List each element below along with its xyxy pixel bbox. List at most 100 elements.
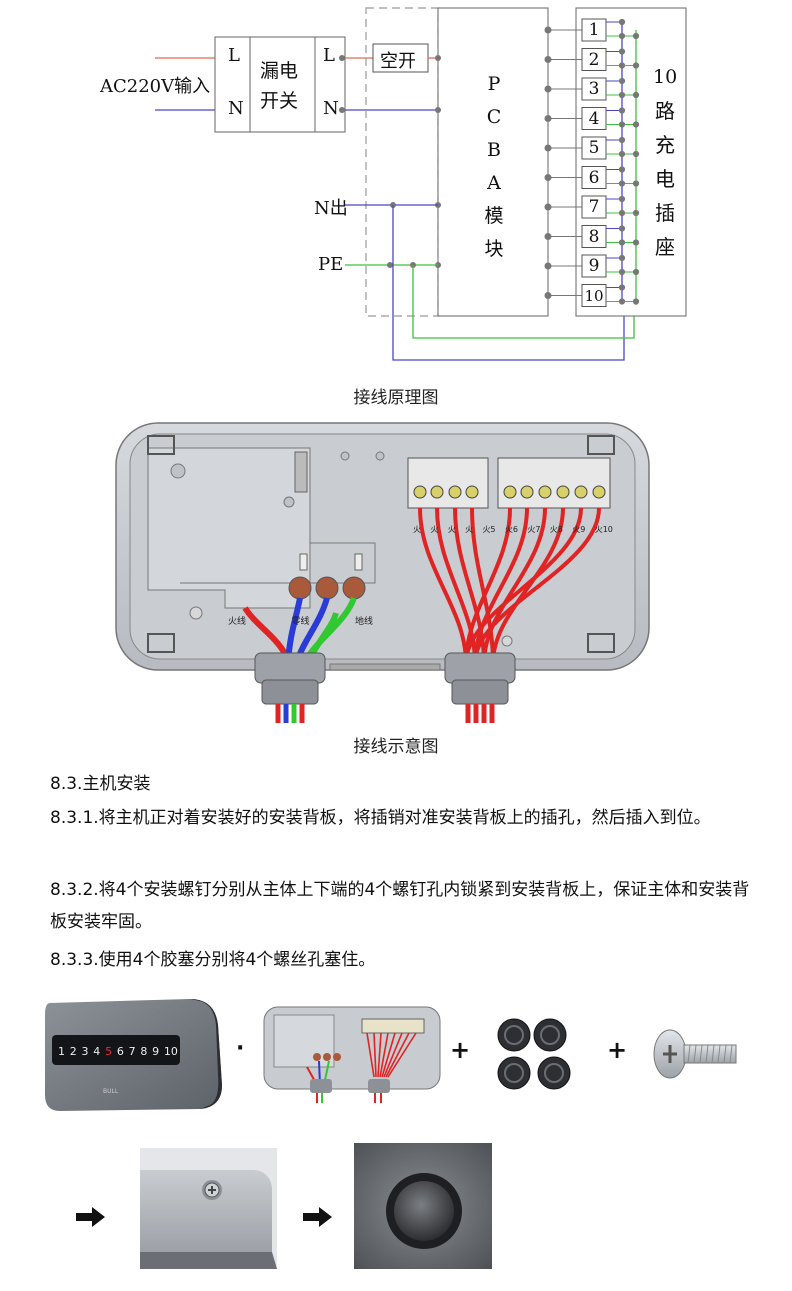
display-number: 2 xyxy=(69,1045,77,1058)
terminal-screw xyxy=(574,485,588,499)
socket-number: 5 xyxy=(588,138,600,158)
pcba-pin xyxy=(544,233,552,240)
bus-node xyxy=(618,77,626,85)
bus-node xyxy=(618,62,626,69)
bus-node xyxy=(618,32,626,40)
socket-box xyxy=(581,166,607,189)
socket-number: 9 xyxy=(588,256,600,276)
socket-box xyxy=(581,18,607,42)
step-8-3-2: 8.3.2.将4个安装螺钉分别从主体上下端的4个螺钉孔内锁紧到安装背板上，保证主… xyxy=(50,880,750,932)
wire-group-label: 地线 xyxy=(354,617,373,627)
display-number: 9 xyxy=(152,1045,160,1058)
bus-node xyxy=(618,150,626,158)
red-wire xyxy=(491,507,565,664)
terminal-label: 火 xyxy=(465,525,474,534)
terminal-label: 火 xyxy=(413,525,421,534)
pe-label: PE xyxy=(318,254,344,275)
dot-separator: · xyxy=(236,1036,245,1061)
socket-box xyxy=(581,195,607,219)
pcba-pin xyxy=(544,26,552,34)
socket-box xyxy=(581,284,607,307)
bus-node xyxy=(618,107,626,114)
red-wire xyxy=(464,507,512,664)
display-number: 1 xyxy=(58,1045,65,1058)
pcba-pin xyxy=(544,115,552,122)
charger-device-image xyxy=(45,999,222,1111)
leakage-n-label: N xyxy=(228,98,244,119)
display-number: 6 xyxy=(116,1045,124,1058)
bus-node xyxy=(632,239,640,246)
bus-node xyxy=(632,268,640,276)
red-wire xyxy=(482,507,547,664)
red-wire xyxy=(464,507,583,664)
socket-number: 1 xyxy=(588,20,600,40)
display-number: 10 xyxy=(163,1045,178,1058)
bus-node xyxy=(618,298,626,305)
pcba-letter: A xyxy=(487,172,501,194)
pcba-pin xyxy=(544,203,552,211)
socket-number: 3 xyxy=(588,79,600,99)
input-label: AC220V输入 xyxy=(100,76,211,97)
red-wire xyxy=(473,507,529,664)
bus-node xyxy=(618,121,626,128)
bus-node xyxy=(618,254,626,262)
right-panel-char: 路 xyxy=(655,99,675,123)
display-number: 3 xyxy=(81,1045,89,1058)
terminal-label: 火8 xyxy=(549,525,563,534)
bus-node xyxy=(618,136,626,144)
bus-node xyxy=(632,62,640,69)
pcba-pin xyxy=(544,144,552,152)
terminal-screw xyxy=(538,485,552,499)
step-8-3-1: 8.3.1.将主机正对着安装好的安装背板，将插销对准安装背板上的插孔，然后插入到… xyxy=(50,808,711,828)
step-8-3-3: 8.3.3.使用4个胶塞分别将4个螺丝孔塞住。 xyxy=(50,950,376,970)
terminal-label: 火6 xyxy=(504,525,518,534)
rubber-plugs-image xyxy=(497,1018,571,1090)
terminal-label: 火10 xyxy=(594,525,613,534)
socket-box xyxy=(581,136,607,160)
socket-number: 7 xyxy=(588,197,600,217)
leakage-switch-label: 漏电 开关 xyxy=(260,56,298,116)
red-wire xyxy=(435,507,477,664)
breaker-label: 空开 xyxy=(380,51,416,72)
red-wire xyxy=(418,507,468,664)
device-brand-logo: BULL xyxy=(103,1088,119,1095)
display-number: 4 xyxy=(93,1045,101,1058)
pcba-pin xyxy=(544,56,552,63)
terminal-label: 火9 xyxy=(572,525,586,534)
red-wire xyxy=(453,507,486,664)
wire-group-label: 火线 xyxy=(228,617,247,627)
socket-number: 8 xyxy=(588,226,600,247)
wiring-diagram xyxy=(115,422,650,723)
pcba-letter: P xyxy=(487,73,501,95)
leakage-out-l-label: L xyxy=(323,45,335,66)
terminal-screw xyxy=(556,485,570,499)
bus-node xyxy=(618,209,626,217)
terminal-screw xyxy=(592,485,606,499)
right-panel-number: 10 xyxy=(653,66,678,88)
wiring-schematic xyxy=(155,7,687,361)
leakage-switch-line2: 开关 xyxy=(260,90,299,112)
right-panel-char: 插 xyxy=(655,201,675,225)
back-panel-image xyxy=(263,1006,441,1103)
arrow-right-icon xyxy=(76,1207,105,1227)
leakage-switch-line1: 漏电 xyxy=(260,60,299,82)
bus-node xyxy=(618,18,626,26)
pcba-letter: 模 xyxy=(484,205,504,227)
wire-group-label: 零线 xyxy=(291,617,310,627)
bus-node xyxy=(618,180,626,187)
terminal-screw xyxy=(430,485,444,499)
screw-installed-photo xyxy=(140,1148,277,1269)
plug-inserted-photo xyxy=(354,1143,492,1269)
wiring-caption: 接线示意图 xyxy=(353,737,439,756)
bus-node xyxy=(618,91,626,99)
socket-number: 4 xyxy=(588,108,600,129)
terminal-label: 火 xyxy=(447,525,456,534)
bus-node xyxy=(618,239,626,246)
screw-image xyxy=(653,1029,737,1079)
pcba-pin xyxy=(544,85,552,93)
plus-sign-2: + xyxy=(607,1036,628,1064)
pcba-pin xyxy=(544,292,552,299)
display-number: 8 xyxy=(140,1045,148,1058)
